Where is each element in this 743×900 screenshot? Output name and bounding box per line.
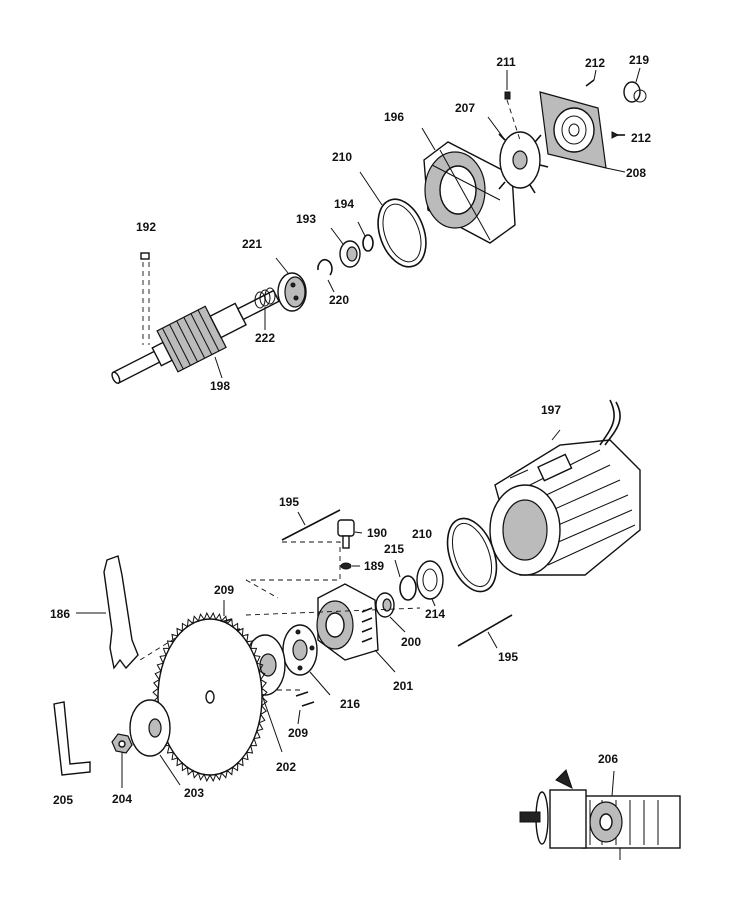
label-195-upper: 195 (278, 495, 300, 509)
part-221-cap (275, 257, 307, 312)
part-210-band-upper (359, 171, 427, 268)
part-216-flange (282, 624, 331, 696)
label-190: 190 (366, 526, 388, 540)
part-194-ring (357, 221, 374, 252)
part-210-band-lower (446, 517, 498, 593)
label-200: 200 (400, 635, 422, 649)
part-208-fan-cover (539, 91, 626, 173)
part-196-end-shield (421, 127, 516, 244)
saw-blade-teeth (152, 611, 268, 783)
label-205: 205 (52, 793, 74, 807)
label-192: 192 (135, 220, 157, 234)
part-212-screw-b (611, 131, 625, 139)
part-204-nut (111, 733, 133, 788)
part-201-front-shield (316, 583, 396, 673)
part-207-fan (487, 116, 549, 194)
part-203-flange (129, 699, 181, 786)
part-219-clip (623, 67, 647, 103)
part-220-circlip (317, 259, 335, 293)
label-220: 220 (328, 293, 350, 307)
part-211-screw (504, 70, 521, 141)
label-216: 216 (339, 697, 361, 711)
label-209-lower: 209 (287, 726, 309, 740)
label-189: 189 (363, 559, 385, 573)
label-198: 198 (209, 379, 231, 393)
part-189-washer (340, 562, 360, 570)
part-195-rod-lower (457, 614, 513, 649)
label-207: 207 (454, 101, 476, 115)
label-219: 219 (628, 53, 650, 67)
part-214-gasket (416, 560, 444, 607)
label-202: 202 (275, 760, 297, 774)
label-201: 201 (392, 679, 414, 693)
label-215: 215 (383, 542, 405, 556)
label-203: 203 (183, 786, 205, 800)
label-195-lower: 195 (497, 650, 519, 664)
part-197-motor-housing (489, 399, 641, 576)
label-197: 197 (540, 403, 562, 417)
label-210-upper: 210 (331, 150, 353, 164)
label-194: 194 (333, 197, 355, 211)
label-193: 193 (295, 212, 317, 226)
label-211: 211 (496, 55, 516, 69)
label-204: 204 (111, 792, 133, 806)
label-212-upper: 212 (584, 56, 606, 70)
label-186: 186 (49, 607, 71, 621)
label-214: 214 (424, 607, 446, 621)
label-221: 221 (241, 237, 263, 251)
part-206-assembled-motor (519, 769, 681, 860)
saw-blade (157, 618, 263, 776)
label-206: 206 (597, 752, 619, 766)
label-208: 208 (625, 166, 647, 180)
label-196: 196 (383, 110, 405, 124)
label-209-upper: 209 (213, 583, 235, 597)
part-190-key (337, 519, 363, 549)
part-205-hex-key (53, 701, 91, 776)
part-200-bearing (375, 592, 406, 633)
label-212-lower: 212 (630, 131, 652, 145)
label-210-lower: 210 (411, 527, 433, 541)
part-212-screw-a (585, 69, 597, 87)
part-192-key (140, 252, 150, 345)
part-195-rod-upper (281, 509, 341, 541)
part-193-bearing (330, 227, 361, 268)
part-198-armature (111, 289, 280, 384)
part-222-spring (254, 287, 276, 330)
part-215-ring (394, 559, 417, 601)
part-209-screws-lower (295, 691, 315, 725)
saw-blade-teeth-outline (152, 611, 268, 783)
label-222: 222 (254, 331, 276, 345)
part-186-wrench (76, 555, 139, 670)
